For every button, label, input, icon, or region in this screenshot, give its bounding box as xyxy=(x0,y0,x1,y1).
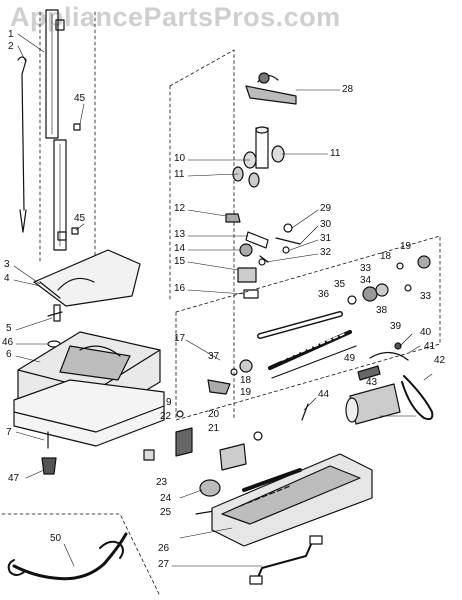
bracket-parts-12-16 xyxy=(225,213,269,299)
top-cover-part-3 xyxy=(33,249,141,307)
belt-part-42 xyxy=(401,375,434,421)
link-parts-29-32 xyxy=(258,223,301,266)
motor-part-43 xyxy=(345,383,401,425)
center-dashed-border xyxy=(169,49,235,421)
part-label-26: 26 xyxy=(158,543,170,554)
part-label-12: 12 xyxy=(174,203,186,214)
part-label-2: 2 xyxy=(8,41,14,52)
part-label-18b: 18 xyxy=(240,375,252,386)
part-label-10: 10 xyxy=(174,153,186,164)
pin-part-44 xyxy=(301,403,309,421)
leader-lines xyxy=(13,33,433,567)
part-label-13: 13 xyxy=(174,229,186,240)
part-label-17: 17 xyxy=(174,333,186,344)
handle-tube xyxy=(45,9,67,251)
latch-parts-20-21 xyxy=(219,431,263,471)
part-label-38: 38 xyxy=(376,305,388,316)
part-label-28: 28 xyxy=(342,84,354,95)
part-label-25: 25 xyxy=(160,507,172,518)
foot-part-47 xyxy=(41,457,57,475)
bearing-parts-33-38 xyxy=(207,255,431,395)
part-label-1: 1 xyxy=(8,29,14,40)
part-label-20: 20 xyxy=(208,409,220,420)
part-label-33b: 33 xyxy=(420,291,432,302)
dashed-column-border xyxy=(39,11,96,263)
switch-parts-9-22 xyxy=(175,410,193,457)
cover-part-49 xyxy=(357,365,381,381)
part-label-3: 3 xyxy=(4,259,10,270)
crank-part-27 xyxy=(249,535,323,585)
agitator-part-39 xyxy=(268,330,357,379)
hose-part-50 xyxy=(7,532,128,581)
hose-inset-border xyxy=(1,513,161,597)
screw-part-5 xyxy=(47,304,63,322)
base-housing-part-7 xyxy=(13,379,165,449)
part-label-45a: 45 xyxy=(74,93,86,104)
base-plate-part-26 xyxy=(211,453,373,547)
part-label-27: 27 xyxy=(158,559,170,570)
part-label-19b: 19 xyxy=(240,387,252,398)
part-label-18a: 18 xyxy=(380,251,392,262)
part-label-31: 31 xyxy=(320,233,332,244)
part-label-6: 6 xyxy=(6,349,12,360)
part-label-22: 22 xyxy=(160,411,172,422)
wheel-part-24 xyxy=(199,479,221,497)
pulley-shaft-parts-10-11 xyxy=(232,126,285,188)
part-label-33a: 33 xyxy=(360,263,372,274)
part-label-15: 15 xyxy=(174,256,186,267)
watermark: AppliancePartsPros.com xyxy=(10,2,341,32)
part-label-19a: 19 xyxy=(400,241,412,252)
part-label-49: 49 xyxy=(344,353,356,364)
part-label-16: 16 xyxy=(174,283,186,294)
wheel-part-23 xyxy=(143,449,155,461)
brushroll-dashed-border xyxy=(175,235,441,421)
cord-part-2 xyxy=(17,56,27,233)
part-label-4: 4 xyxy=(4,273,10,284)
part-label-50: 50 xyxy=(50,533,62,544)
part-label-11b: 11 xyxy=(330,148,341,159)
bracket-part-41 xyxy=(369,342,409,361)
part-label-47: 47 xyxy=(8,473,20,484)
part-label-5: 5 xyxy=(6,323,12,334)
part-label-40: 40 xyxy=(420,327,432,338)
part-label-37: 37 xyxy=(208,351,220,362)
part-label-29: 29 xyxy=(320,203,332,214)
part-label-44: 44 xyxy=(318,389,330,400)
part-label-14: 14 xyxy=(174,243,186,254)
part-label-21: 21 xyxy=(208,423,220,434)
part-label-45b: 45 xyxy=(74,213,86,224)
part-label-46: 46 xyxy=(2,337,14,348)
part-label-32: 32 xyxy=(320,247,332,258)
part-label-11a: 11 xyxy=(174,169,185,180)
part-label-9: 9 xyxy=(166,397,172,408)
release-lever-part-28 xyxy=(245,72,297,105)
part-label-43: 43 xyxy=(366,377,378,388)
part-label-35: 35 xyxy=(334,279,346,290)
part-label-42: 42 xyxy=(434,355,446,366)
part-label-23: 23 xyxy=(156,477,168,488)
part-label-30: 30 xyxy=(320,219,332,230)
part-label-24: 24 xyxy=(160,493,172,504)
part-label-39: 39 xyxy=(390,321,402,332)
part-label-41: 41 xyxy=(424,341,436,352)
part-label-7: 7 xyxy=(6,427,12,438)
part-label-36: 36 xyxy=(318,289,330,300)
screws-45 xyxy=(71,123,81,235)
brush-roll-part-36 xyxy=(257,311,343,339)
part-label-34: 34 xyxy=(360,275,372,286)
